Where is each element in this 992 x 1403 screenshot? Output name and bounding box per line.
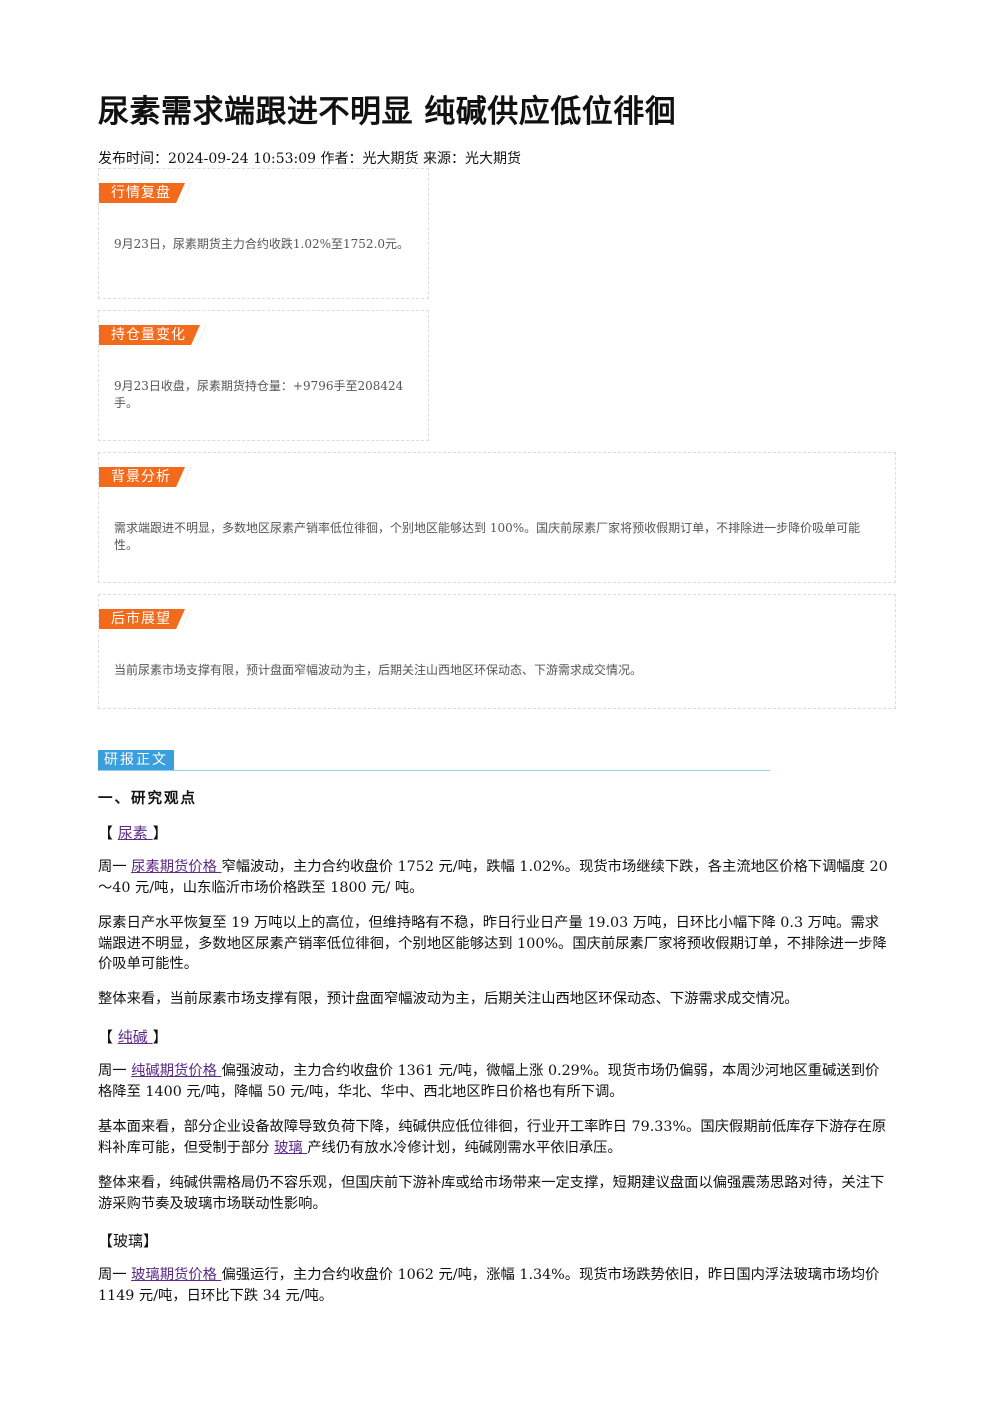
article-meta: 发布时间：2024-09-24 10:53:09 作者：光大期货 来源：光大期货 xyxy=(98,151,521,167)
text-segment: 偏强波动，主力合约收盘价 1361 元/吨，微幅上涨 0.29%。现货市场仍偏弱… xyxy=(98,1063,880,1100)
glass-label: 【玻璃】 xyxy=(98,1232,159,1250)
position-change-box: 持仓量变化 9月23日收盘，尿素期货持仓量：+9796手至208424手。 xyxy=(98,310,429,441)
text-segment: 偏强运行，主力合约收盘价 1062 元/吨，涨幅 1.34%。现货市场跌势依旧，… xyxy=(98,1267,880,1304)
position-change-text: 9月23日收盘，尿素期货持仓量：+9796手至208424手。 xyxy=(114,379,404,410)
outlook-tag: 后市展望 xyxy=(99,609,191,629)
urea-label: 【 尿素 】 xyxy=(98,822,168,843)
outlook-text: 当前尿素市场支撑有限，预计盘面窄幅波动为主，后期关注山西地区环保动态、下游需求成… xyxy=(114,663,643,677)
text-segment: 产线仍有放水冷修计划，纯碱刚需水平依旧承压。 xyxy=(307,1139,622,1156)
glass-link[interactable]: 玻璃 xyxy=(274,1139,308,1156)
urea-futures-price-link[interactable]: 尿素期货价格 xyxy=(131,859,222,875)
background-box: 背景分析 需求端跟进不明显，多数地区尿素产销率低位徘徊，个别地区能够达到 100… xyxy=(98,452,896,583)
soda-label: 【 纯碱 】 xyxy=(98,1026,168,1047)
market-review-box: 行情复盘 9月23日，尿素期货主力合约收跌1.02%至1752.0元。 xyxy=(98,168,429,299)
bracket-close: 】 xyxy=(152,824,168,842)
urea-paragraph-2: 尿素日产水平恢复至 19 万吨以上的高位，但维持略有不稳，昨日行业日产量 19.… xyxy=(98,915,887,972)
text-segment: 窄幅波动，主力合约收盘价 1752 元/吨，跌幅 1.02%。现货市场继续下跌，… xyxy=(98,859,888,896)
urea-paragraph-1: 周一 尿素期货价格 窄幅波动，主力合约收盘价 1752 元/吨，跌幅 1.02%… xyxy=(98,857,888,898)
bracket-open: 【 xyxy=(98,824,118,842)
market-review-tag: 行情复盘 xyxy=(99,183,191,203)
text-segment: 周一 xyxy=(98,1063,132,1079)
article-title: 尿素需求端跟进不明显 纯碱供应低位徘徊 xyxy=(98,94,677,130)
market-review-text: 9月23日，尿素期货主力合约收跌1.02%至1752.0元。 xyxy=(114,237,410,251)
background-text: 需求端跟进不明显，多数地区尿素产销率低位徘徊，个别地区能够达到 100%。国庆前… xyxy=(114,521,861,552)
report-section-header: 研报正文 xyxy=(98,750,770,771)
position-change-tag: 持仓量变化 xyxy=(99,325,206,345)
bracket-open: 【 xyxy=(98,1028,118,1046)
text-segment: 基本面来看，部分企业设备故障导致负荷下降，纯碱供应低位徘徊，行业开工率昨日 79… xyxy=(98,1119,887,1156)
bracket-close: 】 xyxy=(152,1028,168,1046)
urea-paragraph-3: 整体来看，当前尿素市场支撑有限，预计盘面窄幅波动为主，后期关注山西地区环保动态、… xyxy=(98,991,799,1007)
glass-futures-price-link[interactable]: 玻璃期货价格 xyxy=(131,1267,222,1283)
soda-paragraph-1: 周一 纯碱期货价格 偏强波动，主力合约收盘价 1361 元/吨，微幅上涨 0.2… xyxy=(98,1061,888,1102)
soda-paragraph-3: 整体来看，纯碱供需格局仍不容乐观，但国庆前下游补库或给市场带来一定支撑，短期建议… xyxy=(98,1175,885,1212)
text-segment: 周一 xyxy=(98,859,132,875)
report-section-tag: 研报正文 xyxy=(98,750,174,770)
glass-paragraph-1: 周一 玻璃期货价格 偏强运行，主力合约收盘价 1062 元/吨，涨幅 1.34%… xyxy=(98,1265,888,1306)
background-tag: 背景分析 xyxy=(99,467,191,487)
soda-link[interactable]: 纯碱 xyxy=(117,1028,153,1046)
outlook-box: 后市展望 当前尿素市场支撑有限，预计盘面窄幅波动为主，后期关注山西地区环保动态、… xyxy=(98,594,896,709)
urea-link[interactable]: 尿素 xyxy=(117,824,153,842)
soda-futures-price-link[interactable]: 纯碱期货价格 xyxy=(131,1063,222,1079)
soda-paragraph-2: 基本面来看，部分企业设备故障导致负荷下降，纯碱供应低位徘徊，行业开工率昨日 79… xyxy=(98,1117,888,1158)
text-segment: 周一 xyxy=(98,1267,132,1283)
research-view-heading: 一、研究观点 xyxy=(98,791,197,807)
